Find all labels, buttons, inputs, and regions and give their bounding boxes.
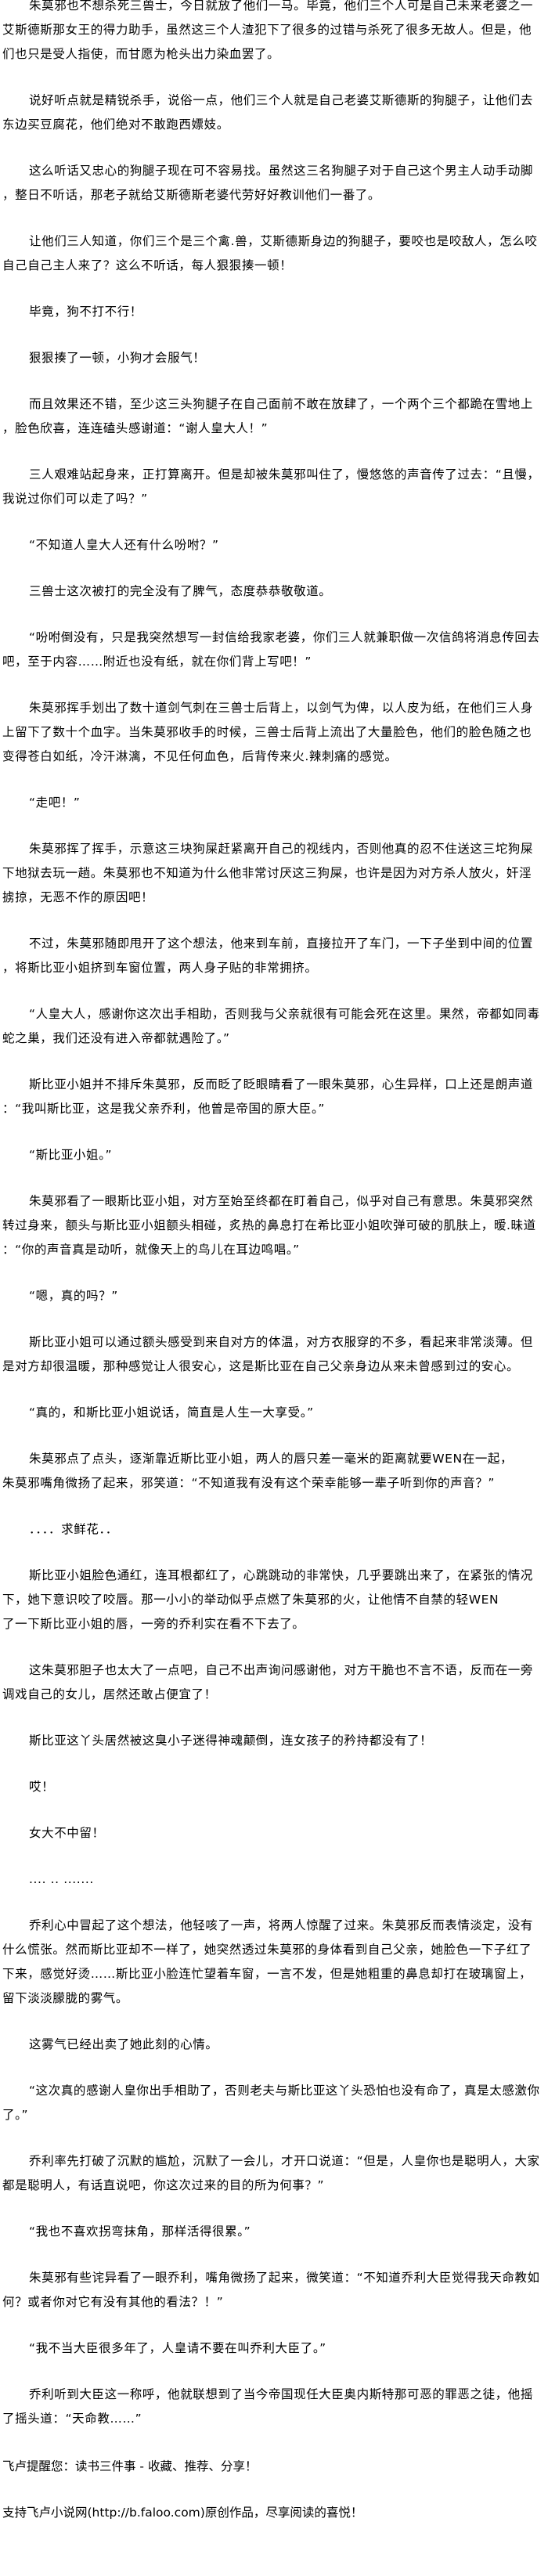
paragraph: 乔利听到大臣这一称呼，他就联想到了当今帝国现任大臣奥内斯特那可恶的罪恶之徒，他摇… xyxy=(2,2387,534,2426)
paragraph: “嗯，真的吗？” xyxy=(29,1289,118,1303)
paragraph: 乔利心中冒起了这个想法，他轻咳了一声，将两人惊醒了过来。朱莫邪反而表情淡定，没有… xyxy=(2,1918,534,2005)
site-support-note: 支持飞卢小说网(http://b.faloo.com)原创作品，尽享阅读的喜悦！ xyxy=(2,2506,363,2520)
paragraph: “这次真的感谢人皇你出手相助了，否则老夫与斯比亚这丫头恐怕也没有命了，真是太感激… xyxy=(2,2084,540,2122)
paragraph: “我不当大臣很多年了，人皇请不要在叫乔利大臣了。” xyxy=(29,2341,326,2355)
paragraph: 朱莫邪看了一眼斯比亚小姐，对方至始至终都在盯着自己，似乎对自己有意思。朱莫邪突然… xyxy=(2,1194,536,1257)
paragraph: 而且效果还不错，至少这三头狗腿子在自己面前不敢在放肆了，一个两个三个都跪在雪地上… xyxy=(2,397,534,435)
chapter-footer: 飞卢提醒您：读书三件事 - 收藏、推荐、分享！ 支持飞卢小说网(http://b… xyxy=(2,2455,542,2525)
paragraph: 斯比亚小姐并不排斥朱莫邪，反而眨了眨眼睛看了一眼朱莫邪，心生异样，口上还是朗声道… xyxy=(2,1077,534,1116)
paragraph: 斯比亚小姐可以通过额头感受到来自对方的体温，对方衣服穿的不多，看起来非常淡薄。但… xyxy=(2,1335,534,1373)
paragraph: 女大不中留！ xyxy=(29,1826,105,1840)
paragraph: 这雾气已经出卖了她此刻的心情。 xyxy=(29,2037,218,2051)
paragraph: 毕竟，狗不打不行！ xyxy=(29,305,142,319)
paragraph: 朱莫邪挥了挥手，示意这三块狗屎赶紧离开自己的视线内，否则他真的忍不住送这三坨狗屎… xyxy=(2,842,534,904)
chapter-body: 朱莫邪也不想杀死三兽士，今日就放了他们一马。毕竟，他们三个人可是自己未来老婆之一… xyxy=(2,0,542,2431)
paragraph: 让他们三人知道，你们三个是三个禽.兽，艾斯德斯身边的狗腿子，要咬也是咬敌人，怎么… xyxy=(2,234,538,272)
paragraph: 朱莫邪点了点头，逐渐靠近斯比亚小姐，两人的唇只差一毫米的距离就要WEN在一起， … xyxy=(2,1452,514,1490)
paragraph: 朱莫邪有些诧异看了一眼乔利，嘴角微扬了起来，微笑道：“不知道乔利大臣觉得我天命教… xyxy=(2,2271,540,2309)
paragraph: 斯比亚小姐脸色通红，连耳根都红了，心跳跳动的非常快，几乎要跳出来了，在紧张的情况… xyxy=(2,1568,534,1631)
paragraph: 三人艰难站起身来，正打算离开。但是却被朱莫邪叫住了，慢悠悠的声音传了过去：“且慢… xyxy=(2,467,540,506)
paragraph: 这朱莫邪胆子也太大了一点吧，自己不出声询问感谢他，对方干脆也不言不语，反而在一旁… xyxy=(2,1663,534,1701)
paragraph: 说好听点就是精锐杀手，说俗一点，他们三个人就是自己老婆艾斯德斯的狗腿子，让他们去… xyxy=(2,93,534,132)
paragraph: 朱莫邪挥手划出了数十道剑气刺在三兽士后背上，以剑气为俾，以人皮为纸，在他们三人身… xyxy=(2,701,534,763)
paragraph: “我也不喜欢拐弯抹角，那样活得很累。” xyxy=(29,2224,251,2239)
paragraph: 哎！ xyxy=(29,1780,55,1794)
paragraph: 三兽士这次被打的完全没有了脾气，态度恭恭敬敬道。 xyxy=(29,584,332,598)
paragraph: 狠狠揍了一顿，小狗才会服气！ xyxy=(29,351,206,365)
paragraph: 乔利率先打破了沉默的尴尬，沉默了一会儿，才开口说道：“但是，人皇你也是聪明人，大… xyxy=(2,2154,540,2192)
paragraph: “走吧！” xyxy=(29,796,81,810)
paragraph: “吩咐倒没有，只是我突然想写一封信给我家老婆，你们三人就兼职做一次信鸽将消息传回… xyxy=(2,630,540,669)
paragraph: 朱莫邪也不想杀死三兽士，今日就放了他们一马。毕竟，他们三个人可是自己未来老婆之一… xyxy=(2,0,534,61)
paragraph: “斯比亚小姐。” xyxy=(29,1148,113,1162)
paragraph: 这么听话又忠心的狗腿子现在可不容易找。虽然这三名狗腿子对于自己这个男主人动手动脚… xyxy=(2,164,534,202)
reading-reminder: 飞卢提醒您：读书三件事 - 收藏、推荐、分享！ xyxy=(2,2459,258,2473)
paragraph: “真的，和斯比亚小姐说话，简直是人生一大享受。” xyxy=(29,1405,314,1420)
paragraph: 不过，朱莫邪随即甩开了这个想法，他来到车前，直接拉开了车门，一下子坐到中间的位置… xyxy=(2,936,534,975)
paragraph: .... .. ....... xyxy=(29,1872,94,1886)
paragraph: “人皇大人，感谢你这次出手相助，否则我与父亲就很有可能会死在这里。果然，帝都如同… xyxy=(2,1007,540,1045)
paragraph: ．．．．求鲜花．． xyxy=(29,1522,118,1536)
paragraph: “不知道人皇大人还有什么吩咐？” xyxy=(29,538,219,552)
paragraph: 斯比亚这丫头居然被这臭小子迷得神魂颠倒，连女孩子的矜持都没有了！ xyxy=(29,1734,433,1748)
